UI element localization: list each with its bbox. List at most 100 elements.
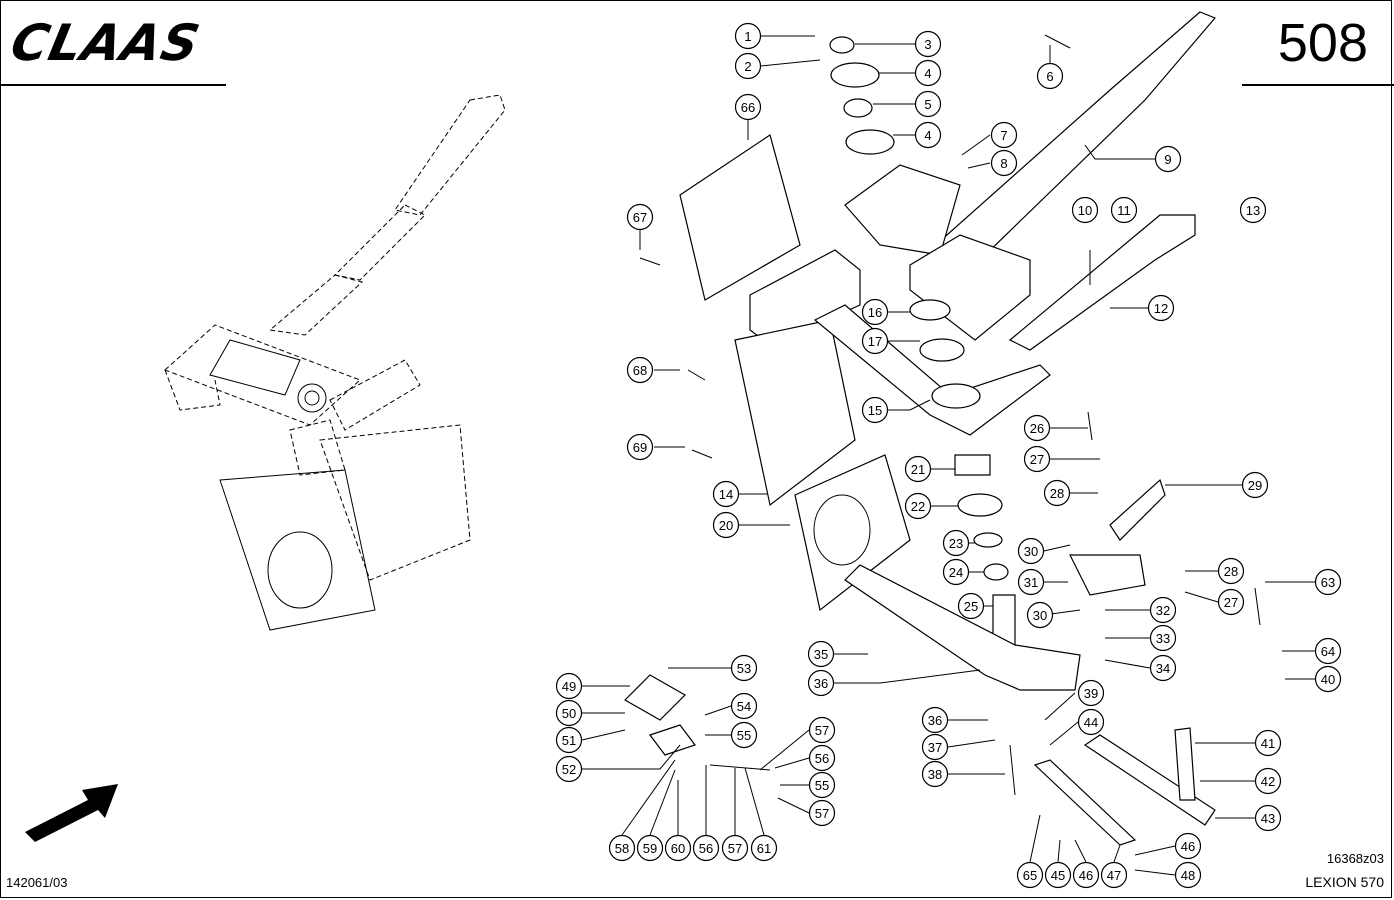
- callout-number: 25: [964, 599, 978, 614]
- callout-57: 57: [808, 716, 836, 744]
- callout-number: 27: [1030, 452, 1044, 467]
- callout-circle: [807, 669, 835, 697]
- callout-number: 8: [1000, 156, 1007, 171]
- callout-number: 46: [1079, 868, 1093, 883]
- callout-circle: [921, 760, 949, 788]
- callout-circle: [555, 672, 583, 700]
- callout-number: 24: [949, 565, 963, 580]
- callout-number: 1: [744, 29, 751, 44]
- callout-number: 32: [1156, 603, 1170, 618]
- callout-circle: [1217, 557, 1245, 585]
- callout-circle: [1043, 479, 1071, 507]
- callout-11: 11: [1110, 196, 1138, 224]
- callout-circle: [808, 744, 836, 772]
- callout-circle: [1254, 767, 1282, 795]
- callout-number: 39: [1084, 686, 1098, 701]
- callout-number: 9: [1164, 152, 1171, 167]
- callout-number: 55: [737, 728, 751, 743]
- callout-circle: [1147, 294, 1175, 322]
- callout-circle: [921, 733, 949, 761]
- callout-5: 5: [914, 90, 942, 118]
- callout-number: 38: [928, 767, 942, 782]
- callout-number: 61: [757, 841, 771, 856]
- callout-63: 63: [1314, 568, 1342, 596]
- callout-number: 67: [633, 210, 647, 225]
- callout-circle: [555, 726, 583, 754]
- callout-circle: [1071, 196, 1099, 224]
- callout-circle: [808, 771, 836, 799]
- callout-number: 20: [719, 518, 733, 533]
- callout-43: 43: [1254, 804, 1282, 832]
- callout-42: 42: [1254, 767, 1282, 795]
- callout-23: 23: [942, 529, 970, 557]
- callout-number: 66: [741, 100, 755, 115]
- callout-20: 20: [712, 511, 740, 539]
- callout-10: 10: [1071, 196, 1099, 224]
- callout-circle: [1174, 832, 1202, 860]
- callout-8: 8: [990, 149, 1018, 177]
- callout-58: 58: [608, 834, 636, 862]
- callout-number: 14: [719, 487, 733, 502]
- callout-49: 49: [555, 672, 583, 700]
- callout-circle: [664, 834, 692, 862]
- callout-circle: [636, 834, 664, 862]
- callout-number: 50: [562, 706, 576, 721]
- callout-number: 69: [633, 440, 647, 455]
- callout-circle: [750, 834, 778, 862]
- callout-number: 49: [562, 679, 576, 694]
- callout-circle: [730, 721, 758, 749]
- callout-number: 29: [1248, 478, 1262, 493]
- callout-number: 33: [1156, 631, 1170, 646]
- callout-circle: [1016, 861, 1044, 889]
- callout-number: 27: [1224, 595, 1238, 610]
- callout-number: 48: [1181, 868, 1195, 883]
- callout-number: 26: [1030, 421, 1044, 436]
- callout-circle: [1072, 861, 1100, 889]
- callout-circle: [1149, 596, 1177, 624]
- callout-circle: [626, 433, 654, 461]
- callout-28: 28: [1043, 479, 1071, 507]
- callout-3: 3: [914, 30, 942, 58]
- callout-24: 24: [942, 558, 970, 586]
- callout-number: 59: [643, 841, 657, 856]
- callout-37: 37: [921, 733, 949, 761]
- callout-44: 44: [1077, 708, 1105, 736]
- callout-circle: [904, 455, 932, 483]
- callout-number: 46: [1181, 839, 1195, 854]
- callout-circle: [921, 706, 949, 734]
- callout-circle: [1017, 537, 1045, 565]
- callout-4: 4: [914, 59, 942, 87]
- callout-circle: [914, 121, 942, 149]
- callout-circle: [555, 755, 583, 783]
- callout-circle: [626, 356, 654, 384]
- callout-29: 29: [1241, 471, 1269, 499]
- callout-69: 69: [626, 433, 654, 461]
- callout-circle: [1077, 679, 1105, 707]
- callout-number: 6: [1046, 69, 1053, 84]
- callout-number: 13: [1246, 203, 1260, 218]
- callout-circle: [861, 327, 889, 355]
- callout-number: 2: [744, 59, 751, 74]
- callout-circle: [861, 298, 889, 326]
- callout-circle: [808, 799, 836, 827]
- callout-circle: [734, 22, 762, 50]
- callout-circle: [914, 30, 942, 58]
- callout-13: 13: [1239, 196, 1267, 224]
- callout-2: 2: [734, 52, 762, 80]
- callout-number: 23: [949, 536, 963, 551]
- callout-56: 56: [692, 834, 720, 862]
- callout-60: 60: [664, 834, 692, 862]
- callout-number: 63: [1321, 575, 1335, 590]
- callout-9: 9: [1154, 145, 1182, 173]
- callout-circle: [712, 511, 740, 539]
- callout-number: 35: [814, 647, 828, 662]
- callout-31: 31: [1017, 568, 1045, 596]
- callout-number: 11: [1117, 203, 1131, 218]
- callout-number: 68: [633, 363, 647, 378]
- callout-circle: [1314, 637, 1342, 665]
- callout-circle: [734, 93, 762, 121]
- callout-66: 66: [734, 93, 762, 121]
- callout-number: 57: [728, 841, 742, 856]
- callout-61: 61: [750, 834, 778, 862]
